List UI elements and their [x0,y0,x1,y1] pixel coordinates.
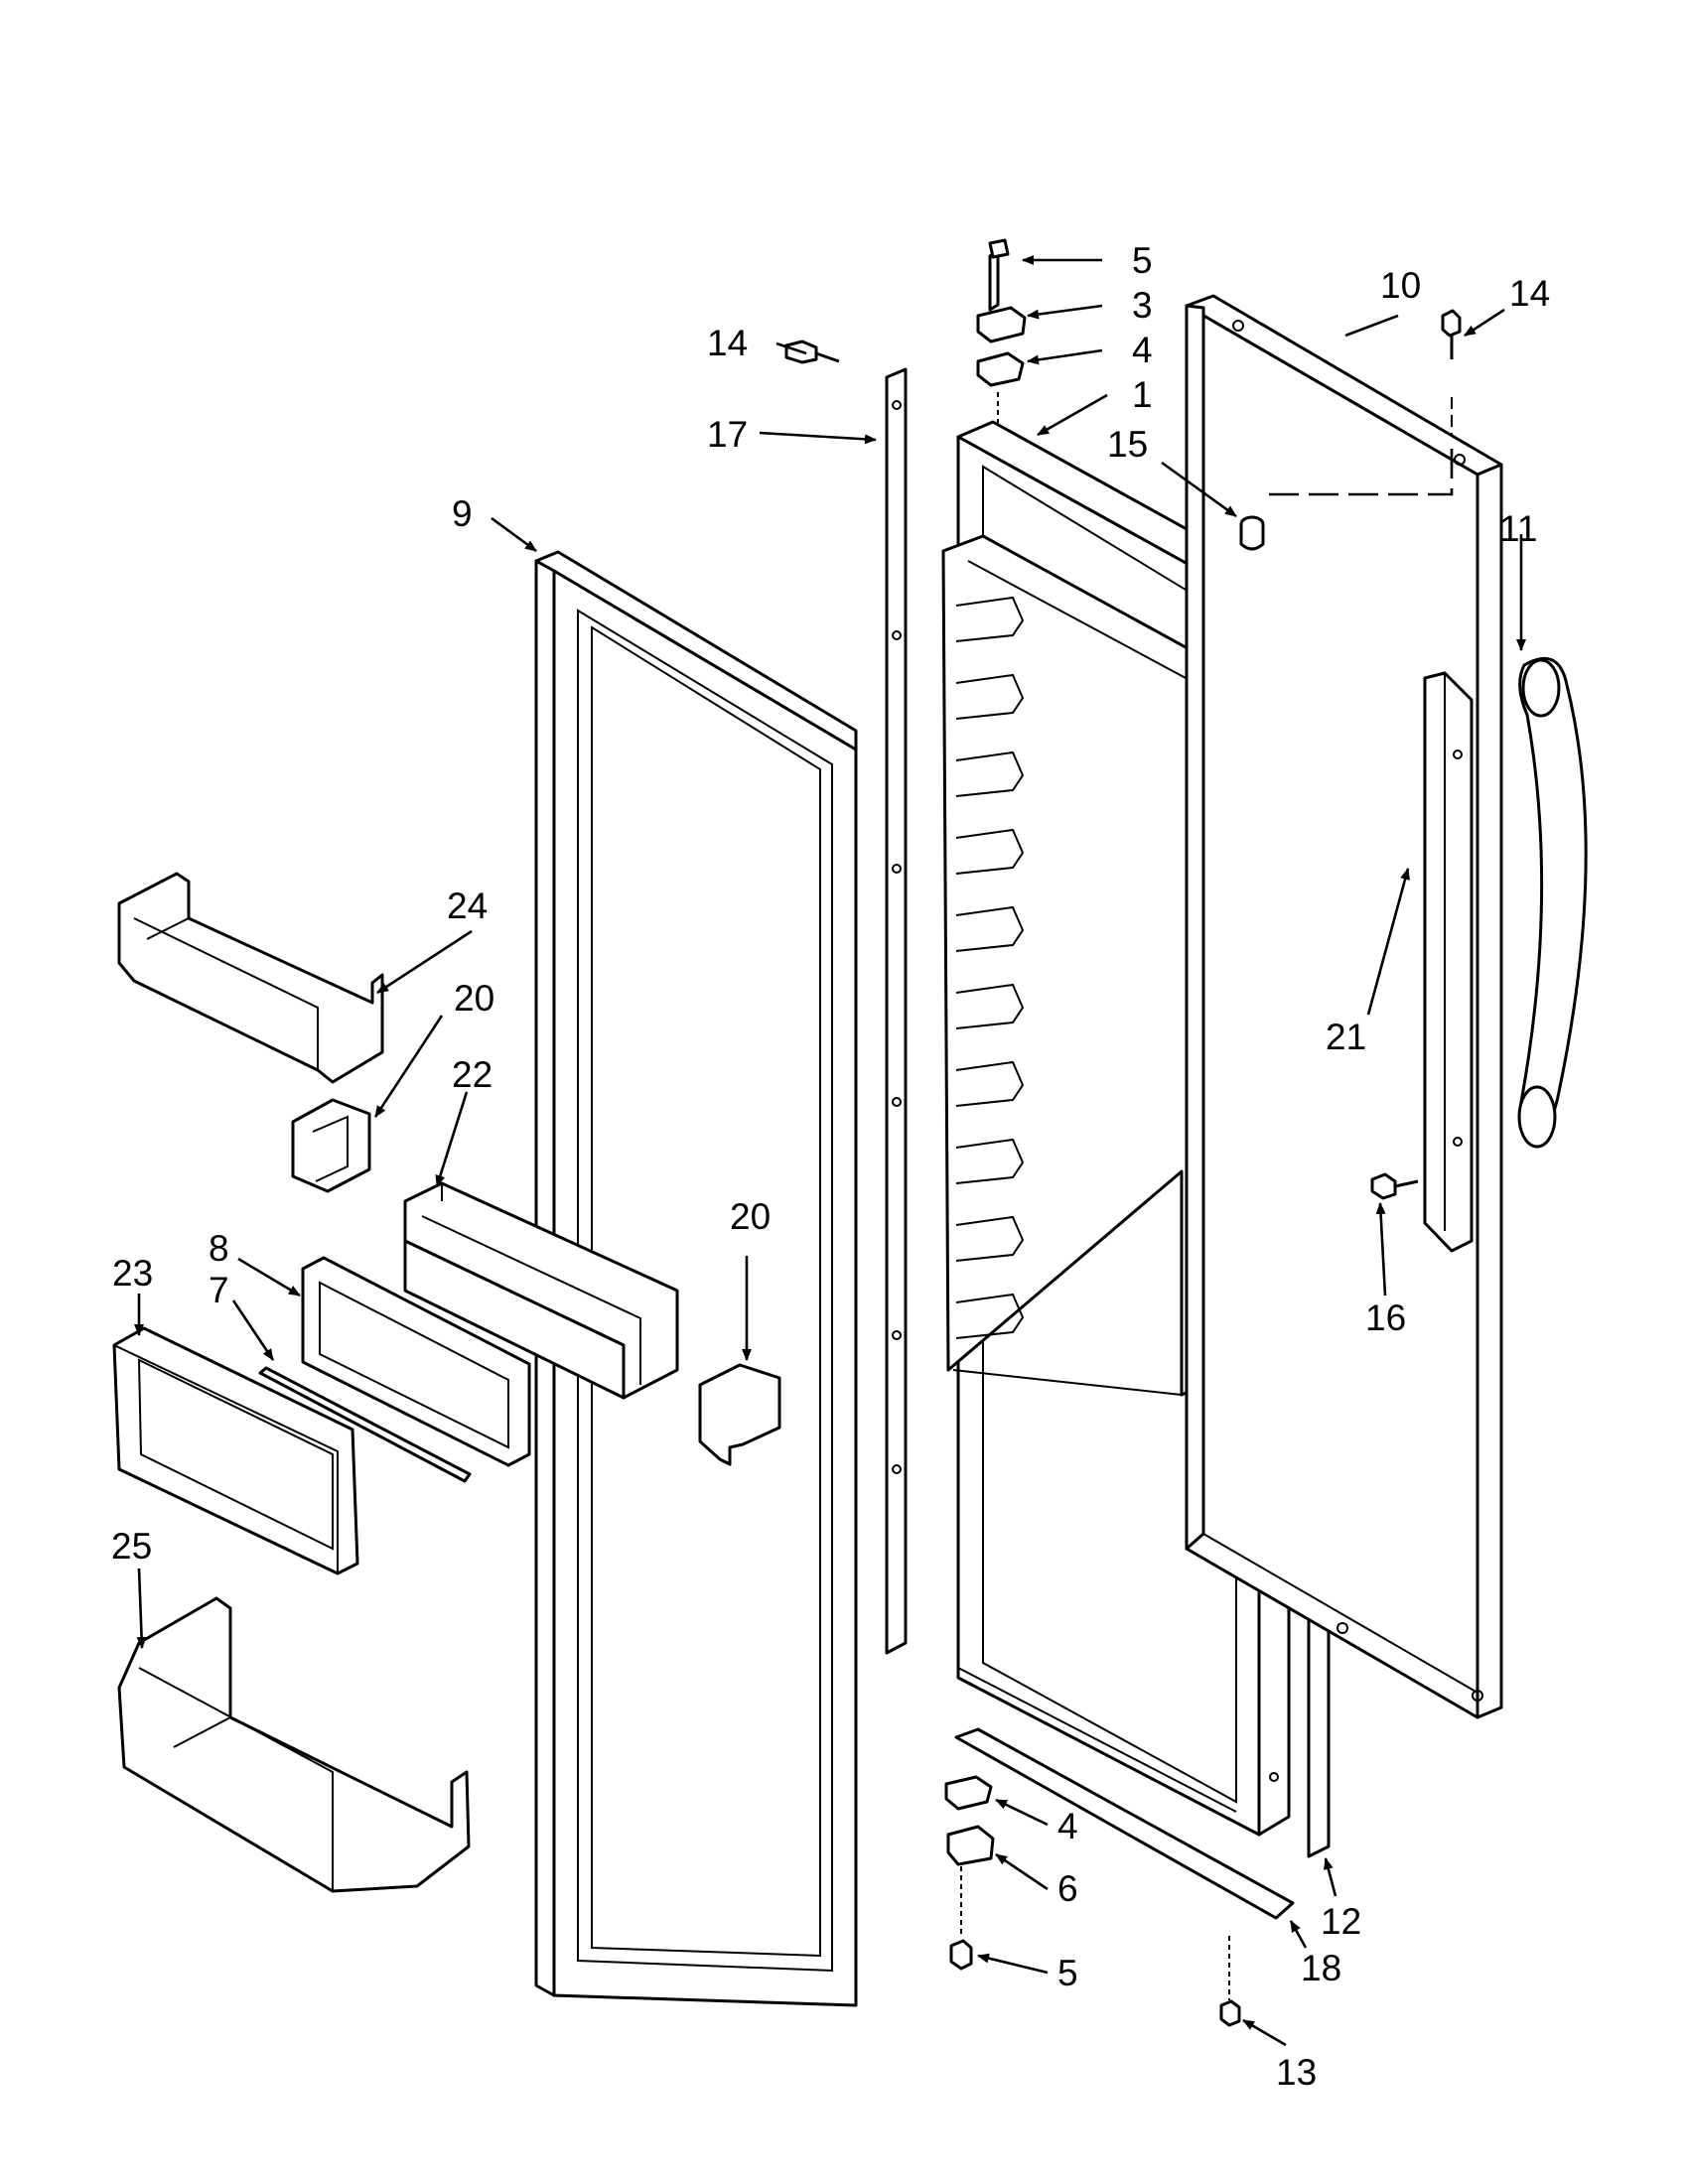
callout-5-bottom: 5 [1057,1953,1078,1993]
dispenser-frame [301,1256,531,1467]
callout-labels: 5 3 4 1 10 14 14 17 15 9 11 24 20 22 21 … [111,240,1550,2093]
callout-12: 12 [1321,1901,1361,1942]
callout-16: 16 [1365,1297,1406,1338]
callout-22: 22 [452,1054,492,1095]
callout-5-top: 5 [1132,240,1153,281]
bin-bracket-right [698,1363,781,1466]
callout-25: 25 [111,1526,152,1567]
door-trim-strip [885,367,908,1655]
door-bin-upper [117,872,384,1084]
callout-6: 6 [1057,1868,1078,1909]
door-shelf-supports [955,596,1025,1339]
callout-3: 3 [1132,285,1153,326]
dispenser-strip [258,1366,472,1483]
callout-20-left: 20 [454,978,494,1019]
dispenser-cover [112,1326,359,1575]
callout-23: 23 [112,1253,153,1294]
screw-top-right [1441,309,1462,437]
outer-door-panel [1185,294,1503,1719]
handle-mount-bracket [1423,671,1474,1253]
callout-leaders [134,255,1526,2047]
callout-13: 13 [1276,2052,1317,2093]
bottom-hinge-parts [944,1727,1295,2027]
door-gasket [534,550,858,2007]
screw-top-left [784,340,840,364]
top-hinge-parts [976,238,1027,427]
callout-9: 9 [452,493,473,534]
hinge-plug [1239,445,1454,551]
callout-14-left: 14 [707,323,748,363]
door-handle [1517,656,1588,1149]
callout-18: 18 [1301,1948,1341,1988]
callout-1: 1 [1132,374,1153,415]
callout-21: 21 [1326,1017,1366,1057]
callout-17: 17 [707,414,748,455]
callout-15: 15 [1107,424,1148,465]
callout-4-top: 4 [1132,330,1153,370]
callout-24: 24 [447,886,488,926]
screw-handle [1370,1172,1419,1200]
callout-4-bottom: 4 [1057,1806,1078,1846]
callout-8: 8 [209,1228,229,1269]
bin-bracket-left [291,1098,371,1193]
dispenser-housing [403,1181,679,1400]
callout-14-right: 14 [1509,273,1550,314]
callout-10: 10 [1380,265,1421,306]
callout-11: 11 [1499,508,1537,549]
callout-20-right: 20 [730,1196,771,1237]
callout-7: 7 [209,1270,229,1310]
door-bin-lower [117,1596,471,1893]
